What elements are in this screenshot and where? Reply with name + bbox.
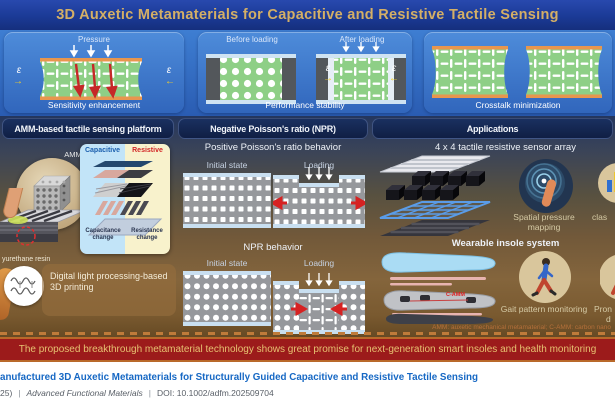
paper-title-fragment: anufactured 3D Auxetic Metamaterials for… <box>0 372 479 383</box>
epsilon-left-label: ε <box>325 63 331 74</box>
epsilon-left-label: ε <box>16 65 22 76</box>
year-fragment: 25) <box>0 388 13 398</box>
after-loading-label: After loading <box>339 35 385 44</box>
conclusion-banner: The proposed breakthrough metamaterial t… <box>0 337 615 362</box>
loading-label: Loading <box>303 160 335 170</box>
separator: | <box>148 388 151 398</box>
doi-text: DOI: 10.1002/adfm.202509704 <box>156 388 274 398</box>
resistance-change-label: Resistance change <box>131 228 163 241</box>
pressure-classification-icon <box>598 163 615 203</box>
stability-panel: Before loading After loading <box>198 32 412 113</box>
capacitive-resistive-panel: Capacitive Resistive <box>80 144 170 254</box>
positive-behavior-title: Positive Poisson's ratio behavior <box>204 142 342 153</box>
epsilon-right-label: ε <box>166 65 172 76</box>
npr-column: Negative Poisson's ratio (NPR) Positive … <box>178 116 368 337</box>
npr-initial-illustration <box>183 271 271 326</box>
paper-meta-line: 25) | Advanced Functional Materials | DOI: 1… <box>0 388 274 398</box>
insole-title: Wearable insole system <box>451 238 560 249</box>
before-loading-label: Before loading <box>226 35 278 44</box>
platform-header: AMM-based tactile sensing platform <box>2 118 174 139</box>
resistive-label: Resistive <box>132 147 163 154</box>
initial-state-label: Initial state <box>206 160 248 170</box>
main-content: AMM-based tactile sensing platform AMM <box>0 116 615 337</box>
npr-header: Negative Poisson's ratio (NPR) <box>178 118 368 139</box>
platform-column: AMM-based tactile sensing platform AMM <box>0 116 176 337</box>
dashed-divider <box>0 332 615 335</box>
pronation-label-fragment-2: d <box>606 314 611 324</box>
positive-loading-illustration <box>273 167 365 228</box>
epsilon-right-label: ε <box>391 63 397 74</box>
lattice-cube-icon <box>33 175 71 213</box>
npr-behavior-title: NPR behavior <box>243 242 303 253</box>
top-benefits-row: Pressure ε <box>0 30 615 116</box>
printing-method-box: Digital light processing-based 3D printi… <box>42 264 176 316</box>
printing-method-label: Digital light processing-based 3D printi… <box>50 271 168 293</box>
pressure-arrows-icon <box>69 45 113 58</box>
crosstalk-caption: Crosstalk minimization <box>475 100 561 110</box>
strain-arrow-left-icon: → <box>323 73 333 84</box>
journal-name: Advanced Functional Materials <box>26 388 143 398</box>
conclusion-text: The proposed breakthrough metamaterial t… <box>18 344 597 355</box>
sensitivity-panel: Pressure ε <box>4 32 184 113</box>
finger-pressing-sensor-illustration <box>0 188 87 246</box>
crosstalk-blocks-illustration <box>432 46 602 98</box>
sensor-stack-illustration <box>87 161 163 236</box>
amm-label: AMM <box>64 150 82 159</box>
initial-state-label: Initial state <box>206 258 248 268</box>
crosstalk-panel: Crosstalk minimization <box>424 32 612 113</box>
abbreviation-footnote: AMM: auxetic mechanical metamaterial; C-… <box>432 324 611 331</box>
separator: | <box>18 388 21 398</box>
polymer-structure-icon <box>4 266 44 306</box>
positive-initial-illustration <box>183 173 271 228</box>
gait-monitoring-label: Gait pattern monitoring <box>500 304 588 314</box>
pronation-detection-icon <box>600 255 615 299</box>
strain-arrow-left-icon: → <box>13 76 23 87</box>
insole-exploded-illustration <box>381 252 496 324</box>
page-title: 3D Auxetic Metamaterials for Capacitive … <box>56 7 559 23</box>
classification-label-fragment: clas <box>592 212 608 222</box>
pronation-label-fragment-1: Pron <box>594 304 612 314</box>
auxetic-block-compression-illustration <box>40 45 142 100</box>
title-bar: 3D Auxetic Metamaterials for Capacitive … <box>0 0 615 30</box>
capacitance-change-label: Capacitance change <box>85 228 121 241</box>
loading-arrows-icon <box>342 42 380 53</box>
strain-arrow-right-icon: ← <box>389 73 399 84</box>
sensor-array-title: 4 x 4 tactile resistive sensor array <box>435 142 576 153</box>
sensor-array-exploded-illustration <box>379 155 491 236</box>
npr-loading-illustration <box>273 273 365 334</box>
before-loading-illustration <box>206 54 296 104</box>
stability-caption: Performance stability <box>265 100 345 110</box>
after-loading-illustration <box>316 42 406 104</box>
stress-arrows-icon <box>72 63 118 99</box>
capacitive-label: Capacitive <box>84 147 121 154</box>
c-amm-label: C-AMM <box>446 292 465 298</box>
gait-monitoring-icon <box>519 251 571 303</box>
polymer-squiggle-icon <box>10 277 36 295</box>
applications-header: Applications <box>372 118 613 139</box>
sensitivity-caption: Sensitivity enhancement <box>47 100 141 110</box>
spatial-mapping-label: Spatial pressure mapping <box>513 212 575 233</box>
loading-label: Loading <box>303 258 335 268</box>
citation-footer: anufactured 3D Auxetic Metamaterials for… <box>0 362 615 410</box>
spatial-pressure-icon <box>519 159 573 213</box>
applications-column: Applications 4 x 4 tactile resistive sen… <box>372 116 615 337</box>
pressure-label: Pressure <box>77 35 110 44</box>
strain-arrow-right-icon: ← <box>165 76 175 87</box>
polyurethane-resin-label: yurethane resin <box>2 256 51 263</box>
